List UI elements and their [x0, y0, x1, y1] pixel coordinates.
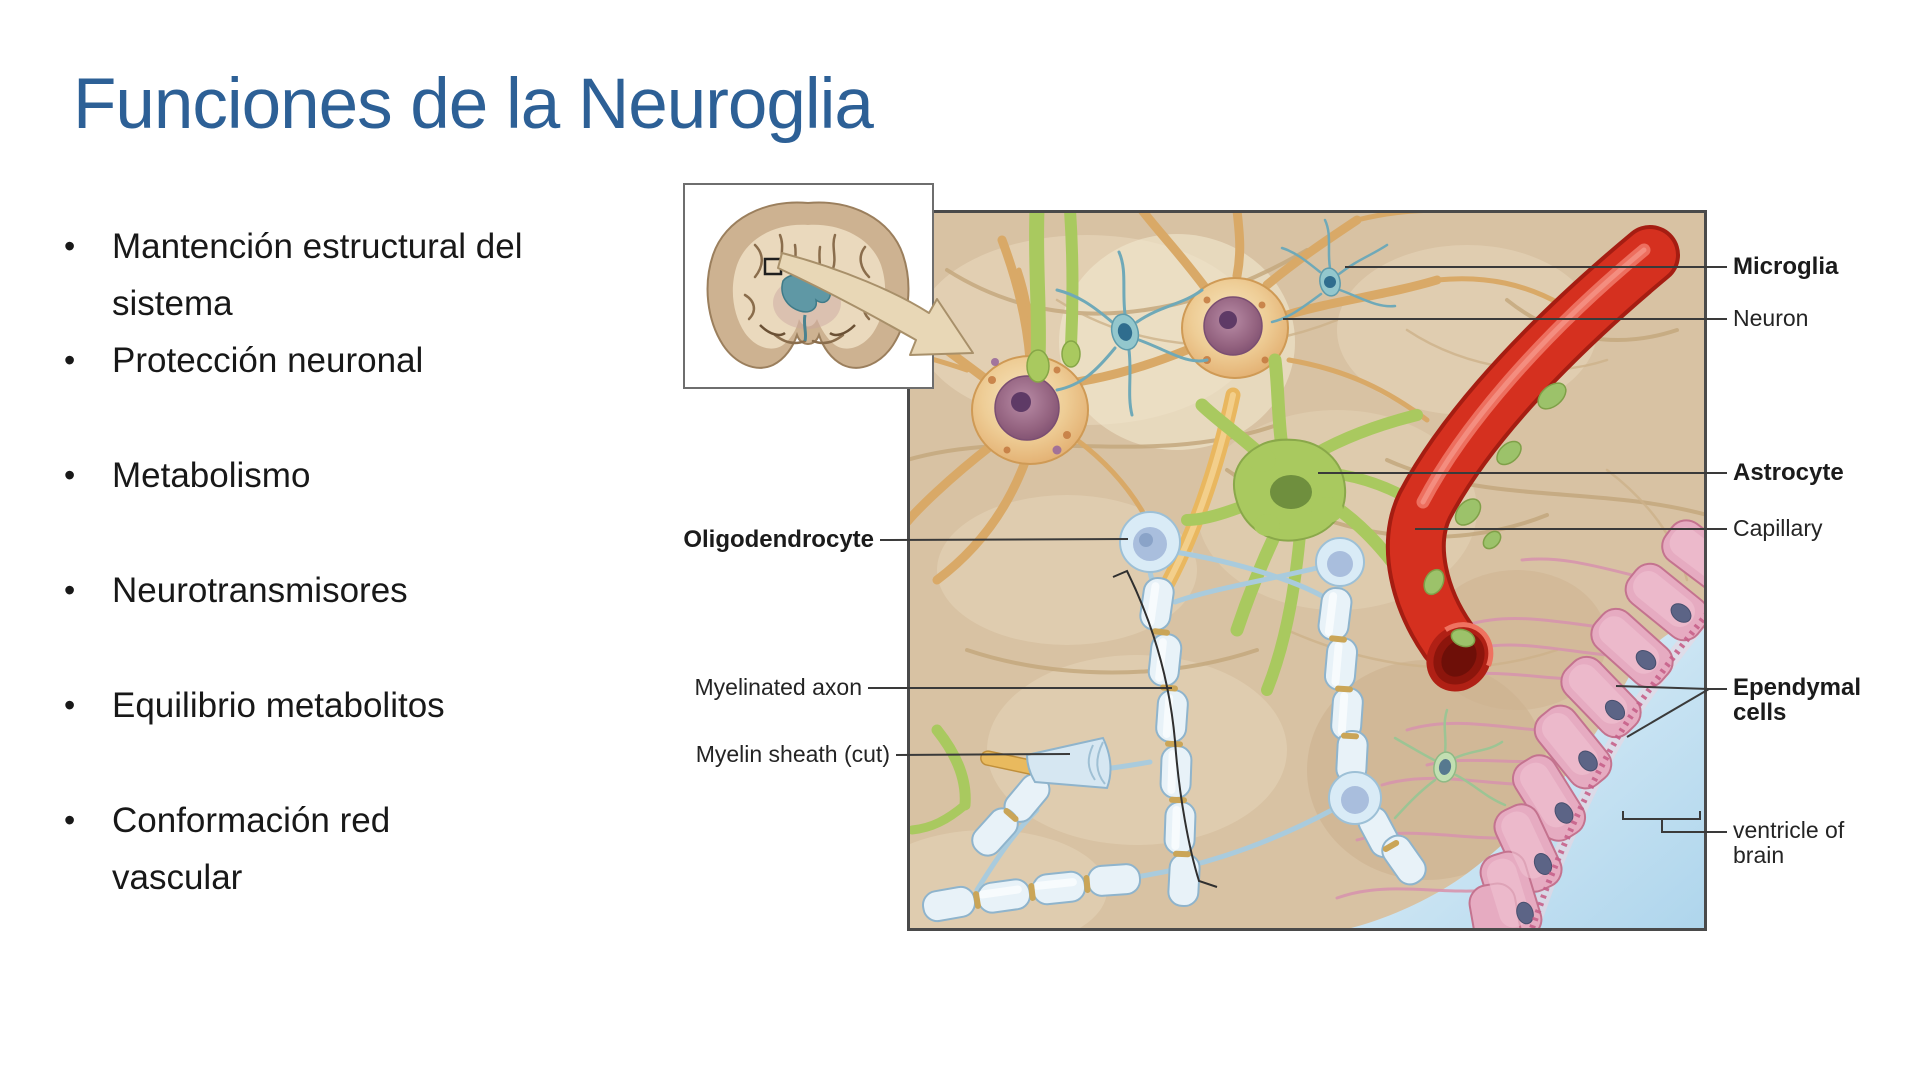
bullet-item: Equilibrio metabolitos — [58, 677, 528, 734]
capillary-vessel — [1385, 225, 1680, 670]
myelin-sheath-cut — [980, 736, 1112, 790]
bullet-item: Protección neuronal — [58, 332, 528, 389]
astrocyte-nucleus — [1270, 475, 1312, 509]
figure-label-myelinated-axon: Myelinated axon — [694, 674, 863, 700]
figure-label-microglia: Microglia — [1733, 253, 1839, 280]
bullet-item: Conformación red vascular — [58, 792, 528, 906]
brain-section-inset — [683, 183, 934, 389]
figure-label-ependymal-cells: Ependymal cells — [1733, 674, 1862, 726]
astrocyte-end-feet — [1423, 382, 1567, 648]
neuron-nucleolus — [1219, 311, 1237, 329]
figure-label-astrocyte: Astrocyte — [1733, 459, 1844, 486]
figure-label-myelin-sheath: Myelin sheath (cut) — [695, 741, 890, 767]
neuron-cell-body — [1181, 277, 1289, 379]
figure-label-neuron: Neuron — [1733, 305, 1809, 331]
figure-label-capillary: Capillary — [1733, 515, 1823, 541]
bullet-item: Mantención estructural del sistema — [58, 218, 528, 332]
bullet-item: Metabolismo — [58, 447, 528, 504]
bullet-item: Neurotransmisores — [58, 562, 528, 619]
page-title: Funciones de la Neuroglia — [73, 65, 874, 144]
ventricle-region — [1339, 612, 1707, 931]
bullet-list: Mantención estructural del sistema Prote… — [58, 218, 528, 906]
oligodendrocyte-cell-body — [1119, 511, 1181, 573]
oligodendrocyte-cell-body — [1328, 771, 1382, 825]
neuron-nucleolus — [1011, 392, 1031, 412]
ependymal-nuclei — [1516, 558, 1707, 925]
glial-cell-small — [1393, 708, 1507, 820]
astrocyte-cell — [907, 210, 1433, 835]
inset-zoom-arrow — [777, 252, 974, 356]
illustration-frame — [907, 210, 1707, 931]
capillary-cut-end — [1426, 622, 1494, 692]
neuroglia-illustration — [907, 210, 1707, 931]
figure-label-ventricle-of-brain: ventricle of brain — [1733, 817, 1845, 868]
brain-sulci — [743, 233, 873, 345]
microglia-cell — [1270, 218, 1397, 324]
ependymal-cilia-fringe — [1528, 609, 1707, 931]
microglia-cell — [1055, 250, 1209, 417]
neuron-cell-body — [971, 355, 1089, 465]
oligodendrocyte-cell-body — [1315, 537, 1365, 587]
figure-label-oligodendrocyte: Oligodendrocyte — [683, 526, 874, 553]
